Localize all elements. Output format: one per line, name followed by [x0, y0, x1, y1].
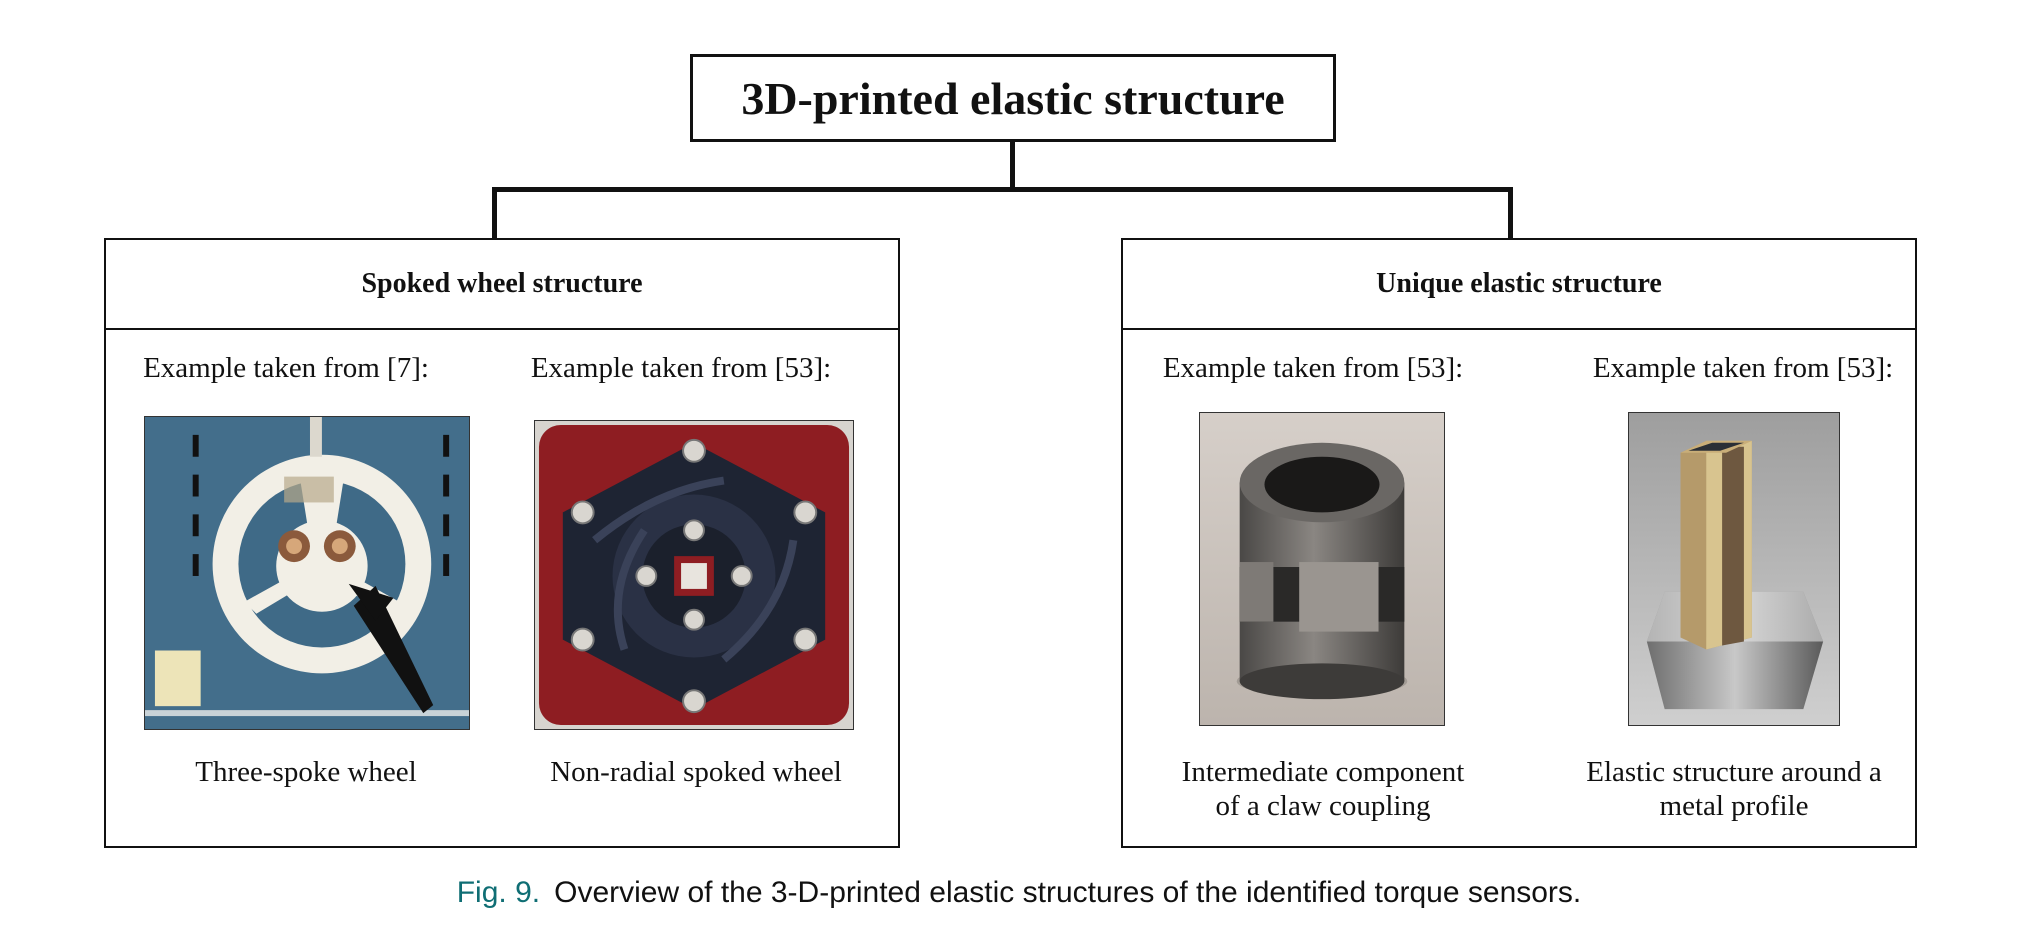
claw-coupling-photo [1199, 412, 1445, 726]
figure-label: Fig. 9. [456, 876, 541, 909]
unique-elastic-panel-title: Unique elastic structure [1123, 240, 1915, 330]
figure-caption: Fig. 9. Overview of the 3-D-printed elast… [0, 876, 2038, 910]
example-source-label: Example taken from [53]: [1162, 352, 1464, 384]
example-caption: Intermediate component of a claw couplin… [1143, 755, 1503, 823]
caption-line: Intermediate component [1181, 756, 1465, 788]
spoked-wheel-panel: Spoked wheel structure Example taken fro… [104, 238, 900, 848]
example-caption: Non-radial spoked wheel [550, 756, 842, 788]
spoked-wheel-panel-title: Spoked wheel structure [106, 240, 898, 330]
example-caption: Three-spoke wheel [195, 756, 417, 788]
example-source-label: Example taken from [7]: [143, 352, 429, 384]
connector-horizontal [492, 187, 1513, 192]
metal-profile-render [1628, 412, 1840, 726]
connector-root-stem [1010, 142, 1015, 192]
non-radial-spoked-wheel-photo [534, 420, 854, 730]
example-caption: Elastic structure around a metal profile [1553, 755, 1915, 823]
connector-right-drop [1508, 187, 1513, 239]
root-title: 3D-printed elastic structure [741, 72, 1285, 124]
unique-elastic-panel: Unique elastic structure Example taken f… [1121, 238, 1917, 848]
figure-caption-text: Overview of the 3-D-printed elastic stru… [554, 876, 1582, 909]
caption-line: metal profile [1659, 790, 1809, 822]
example-source-label: Example taken from [53]: [530, 352, 832, 384]
root-node: 3D-printed elastic structure [690, 54, 1336, 142]
example-source-label: Example taken from [53]: [1592, 352, 1894, 384]
caption-line: of a claw coupling [1215, 790, 1431, 822]
three-spoke-wheel-photo [144, 416, 470, 730]
caption-line: Elastic structure around a [1586, 756, 1882, 788]
connector-left-drop [492, 187, 497, 239]
